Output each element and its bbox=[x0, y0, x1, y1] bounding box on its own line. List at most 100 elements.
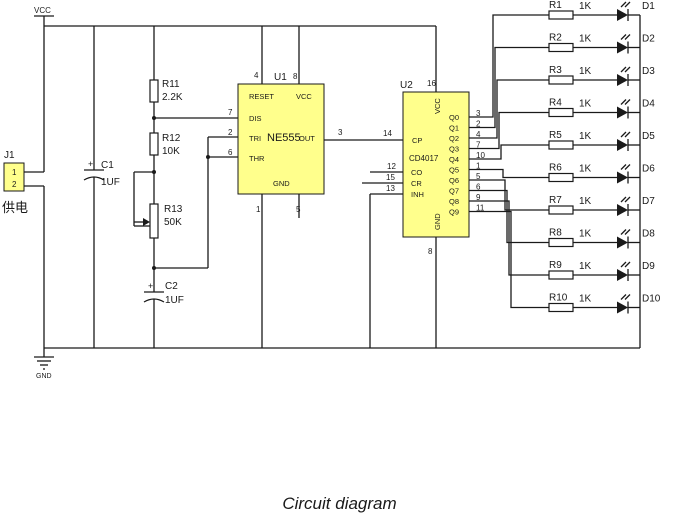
channel-resistor bbox=[548, 140, 574, 150]
u1-pin-vcc: VCC bbox=[296, 92, 312, 101]
u2-output-pin-num: 7 bbox=[476, 141, 481, 150]
u2-pin15-num: 15 bbox=[386, 173, 395, 182]
channel-resistor-value: 1K bbox=[579, 261, 592, 272]
gnd-label: GND bbox=[36, 373, 52, 380]
channel-resistor-value: 1K bbox=[579, 34, 592, 45]
c1-ref: C1 bbox=[101, 160, 114, 171]
u1-pin8-num: 8 bbox=[293, 72, 298, 81]
channel-resistor-ref: R9 bbox=[549, 260, 562, 271]
channel-resistor-ref: R10 bbox=[549, 293, 568, 304]
output-trace bbox=[469, 200, 549, 276]
led-diode bbox=[617, 9, 628, 21]
output-trace bbox=[469, 210, 549, 309]
u2-output-name: Q9 bbox=[449, 208, 459, 217]
output-trace bbox=[469, 46, 549, 129]
channel-resistor-ref: R5 bbox=[549, 130, 562, 141]
channel-resistor-ref: R7 bbox=[549, 195, 562, 206]
u2-part: CD4017 bbox=[409, 154, 439, 163]
u2-output-pin-num: 9 bbox=[476, 193, 481, 202]
r12-value: 10K bbox=[162, 146, 180, 157]
u1-pin-dis: DIS bbox=[249, 114, 262, 123]
led-light-arrows bbox=[620, 99, 631, 105]
channel-resistor-value: 1K bbox=[579, 131, 592, 142]
u1-part: NE555 bbox=[267, 132, 301, 144]
led-ref: D9 bbox=[642, 261, 655, 272]
j1-pin1: 1 bbox=[12, 168, 17, 177]
circuit-schematic: VCC GND J1 1 2 供电 + C1 1UF bbox=[2, 0, 661, 380]
u1-pin-reset: RESET bbox=[249, 92, 274, 101]
led-light-arrows bbox=[620, 196, 631, 203]
c2-ref: C2 bbox=[165, 281, 178, 292]
led-ref: D3 bbox=[642, 66, 655, 77]
channel-resistor-ref: R6 bbox=[549, 163, 562, 174]
u1-ref: U1 bbox=[274, 72, 287, 83]
u2-output-pin-num: 11 bbox=[476, 204, 485, 213]
channel-resistor bbox=[548, 75, 574, 85]
led-ref: D8 bbox=[642, 229, 655, 240]
u1-pin-thr: THR bbox=[249, 154, 265, 163]
r11-ref: R11 bbox=[162, 79, 180, 90]
led-ref: D4 bbox=[642, 99, 655, 110]
channel-resistor bbox=[548, 302, 574, 313]
u1-pin1-num: 1 bbox=[256, 205, 261, 214]
led-ref: D6 bbox=[642, 164, 655, 175]
u2-output-name: Q8 bbox=[449, 197, 459, 206]
led-diode bbox=[617, 301, 628, 314]
led-light-arrows bbox=[620, 34, 631, 40]
channel-resistor-value: 1K bbox=[579, 66, 592, 77]
u1-pin2-num: 2 bbox=[228, 128, 233, 137]
u2-pin-inh: INH bbox=[411, 190, 424, 199]
led-channel: R9 1K D9 bbox=[548, 260, 655, 281]
channel-resistor-ref: R1 bbox=[549, 0, 562, 11]
led-channel: R7 1K D7 bbox=[548, 195, 655, 216]
c1-value: 1UF bbox=[101, 177, 120, 188]
j1-ref: J1 bbox=[4, 150, 15, 161]
channel-resistor-value: 1K bbox=[579, 196, 592, 207]
potentiometer-r13 bbox=[149, 203, 159, 239]
output-trace bbox=[469, 111, 549, 150]
channel-resistor-value: 1K bbox=[579, 229, 592, 240]
u2-output-name: Q4 bbox=[449, 155, 459, 164]
u2-pin-cr: CR bbox=[411, 179, 422, 188]
u2-pin13-num: 13 bbox=[386, 184, 395, 193]
u2-output-pin-num: 5 bbox=[476, 172, 481, 181]
output-trace bbox=[469, 189, 549, 244]
ground-symbol bbox=[34, 356, 54, 370]
j1-power-label: 供电 bbox=[2, 200, 28, 215]
u1-pin-gnd: GND bbox=[273, 179, 290, 188]
r11-value: 2.2K bbox=[162, 92, 183, 103]
r12-ref: R12 bbox=[162, 133, 181, 144]
j1-pin2: 2 bbox=[12, 180, 17, 189]
channel-resistor bbox=[548, 270, 574, 280]
output-trace bbox=[469, 144, 549, 160]
r13-wiper-arrow bbox=[143, 218, 150, 226]
power-rails: VCC GND bbox=[34, 6, 640, 380]
u2-pin-vcc: VCC bbox=[433, 98, 442, 114]
r13-ref: R13 bbox=[164, 204, 183, 215]
figure-caption: Circuit diagram bbox=[282, 494, 397, 513]
capacitor-c1: + C1 1UF bbox=[83, 26, 120, 348]
u1-pin6-num: 6 bbox=[228, 148, 233, 157]
led-light-arrows bbox=[620, 261, 631, 268]
u2-output-name: Q7 bbox=[449, 187, 459, 196]
u2-output-name: Q0 bbox=[449, 113, 459, 122]
channel-resistor bbox=[548, 205, 574, 215]
u2-output-pin-num: 1 bbox=[476, 162, 481, 171]
led-light-arrows bbox=[620, 1, 631, 8]
r13-value: 50K bbox=[164, 217, 182, 228]
led-ref: D5 bbox=[642, 131, 655, 142]
led-light-arrows bbox=[620, 131, 631, 138]
led-light-arrows bbox=[620, 66, 631, 73]
u2-body bbox=[402, 91, 470, 238]
channel-resistor-value: 1K bbox=[579, 99, 592, 110]
u2-output-name: Q2 bbox=[449, 134, 459, 143]
channel-resistor bbox=[548, 107, 574, 118]
led-ref: D7 bbox=[642, 196, 655, 207]
u1-pin-tri: TRI bbox=[249, 134, 261, 143]
led-diode bbox=[617, 41, 628, 54]
